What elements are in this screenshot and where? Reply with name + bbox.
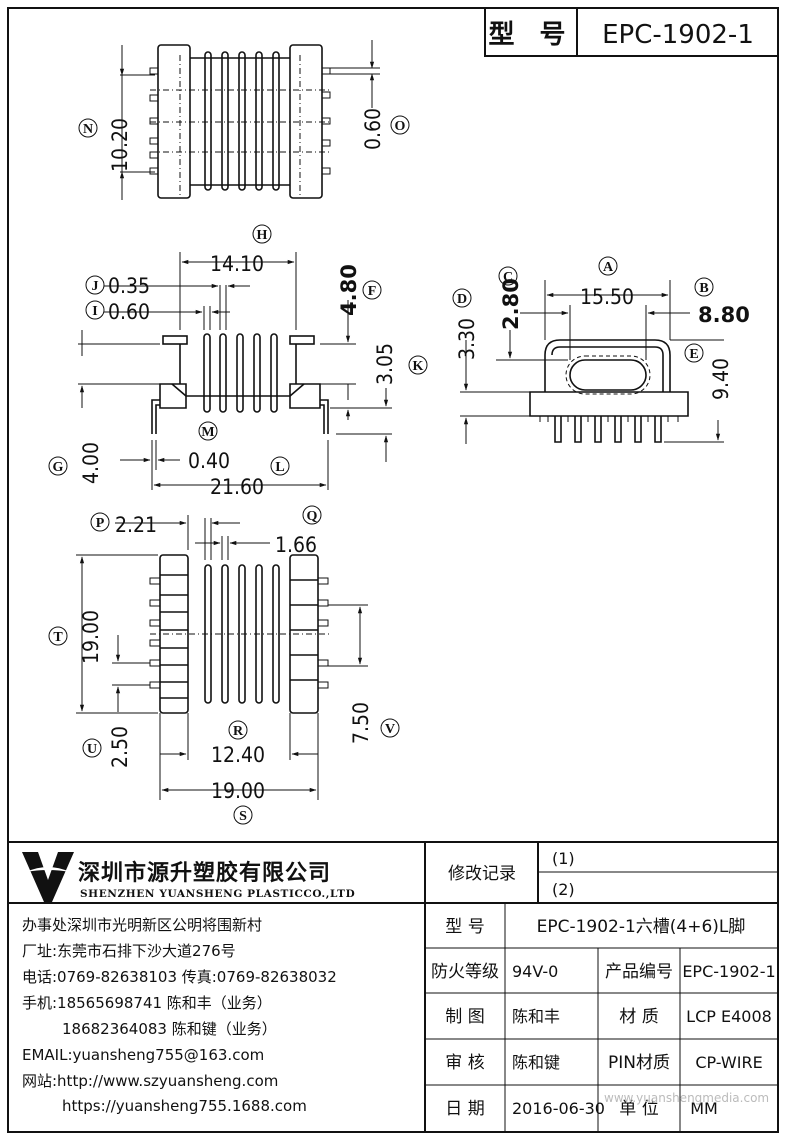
outer-frame (7, 7, 779, 1133)
dim-t-label: T (53, 630, 63, 645)
company-email: EMAIL:yuansheng755@163.com (22, 1046, 264, 1064)
spec-check-label: 审 核 (445, 1053, 484, 1073)
dim-m-value: 0.40 (188, 449, 230, 473)
spec-drawn-value: 陈和丰 (512, 1007, 560, 1026)
spec-pin-value: CP-WIRE (695, 1053, 762, 1072)
spec-model-label: 型 号 (445, 917, 484, 937)
dim-e-value: 9.40 (709, 358, 733, 400)
spec-code-label: 产品编号 (605, 962, 673, 982)
revision-row-1: (1) (552, 849, 575, 868)
company-logo (22, 852, 74, 902)
end-view: 15.50 A 8.80 B 2.80 C 3.30 D 9.40 E (452, 256, 750, 444)
dim-o-label: O (395, 119, 406, 134)
company-name-en: SHENZHEN YUANSHENG PLASTICCO.,LTD (80, 888, 355, 900)
spec-unit-value: MM (690, 1099, 718, 1118)
dim-s-value: 19.00 (211, 779, 265, 803)
spec-code-value: EPC-1902-1 (682, 962, 775, 981)
dim-c-value: 2.80 (499, 278, 523, 330)
dim-a-value: 15.50 (580, 285, 634, 309)
dim-f-label: F (368, 284, 377, 299)
dim-o-value: 0.60 (361, 108, 385, 150)
spec-drawn-label: 制 图 (445, 1007, 484, 1027)
model-value: EPC-1902-1 (602, 20, 754, 50)
dim-n-label: N (83, 122, 93, 137)
spec-material-value: LCP E4008 (686, 1007, 772, 1026)
spec-date-label: 日 期 (445, 1099, 484, 1119)
dim-r-value: 12.40 (211, 743, 265, 767)
watermark: www.yuanshengmedia.com (604, 1091, 769, 1105)
dim-v-label: V (385, 722, 395, 737)
model-label: 型 号 (488, 20, 573, 50)
company-factory: 厂址:东莞市石排下沙大道276号 (22, 942, 236, 960)
spec-date-value: 2016-06-30 (512, 1099, 605, 1118)
spec-material-label: 材 质 (619, 1007, 658, 1027)
dim-c-label: C (503, 270, 513, 285)
dim-p-value: 2.21 (115, 513, 157, 537)
spec-fire-label: 防火等级 (431, 962, 499, 982)
dim-u-label: U (87, 742, 97, 757)
dim-i-label: I (92, 304, 97, 319)
dim-i-value: 0.60 (108, 300, 150, 324)
dim-q-value: 1.66 (275, 533, 317, 557)
company-mobile-1: 手机:18565698741 陈和丰（业务） (22, 994, 272, 1012)
dim-h-label: H (257, 228, 268, 243)
dim-l-value: 21.60 (210, 475, 264, 499)
dim-u-value: 2.50 (108, 726, 132, 768)
dim-h-value: 14.10 (210, 252, 264, 276)
spec-unit-label: 单 位 (619, 1099, 658, 1119)
company-block: 深圳市源升塑胶有限公司 SHENZHEN YUANSHENG PLASTICCO… (22, 852, 355, 1115)
dim-p-label: P (96, 516, 105, 531)
dim-a-label: A (603, 260, 614, 275)
spec-check-value: 陈和键 (512, 1053, 560, 1072)
dim-d-value: 3.30 (455, 318, 479, 360)
company-mobile-2: 18682364083 陈和键（业务） (62, 1020, 277, 1038)
dim-l-label: L (275, 460, 284, 475)
dim-g-value: 4.00 (79, 442, 103, 484)
revision-row-2: (2) (552, 880, 575, 899)
dim-m-label: M (201, 425, 214, 440)
dim-r-label: R (233, 724, 244, 739)
side-view: 14.10 H 0.35 J 0.60 I 4.80 F 3.05 (48, 224, 428, 499)
spec-pin-label: PIN材质 (608, 1053, 670, 1073)
title-block: 型 号 EPC-1902-1 (484, 7, 779, 57)
dim-v-value: 7.50 (349, 702, 373, 744)
company-name-cn: 深圳市源升塑胶有限公司 (78, 860, 331, 886)
company-web-2: https://yuansheng755.1688.com (62, 1097, 307, 1115)
dim-q-label: Q (307, 509, 318, 524)
dim-t-value: 19.00 (79, 610, 103, 664)
dim-e-label: E (689, 347, 698, 362)
dim-j-label: J (92, 279, 99, 294)
dim-s-label: S (239, 809, 247, 824)
dim-n-value: 10.20 (108, 118, 132, 172)
dim-k-value: 3.05 (373, 343, 397, 385)
spec-fire-value: 94V-0 (512, 962, 558, 981)
revision-label: 修改记录 (448, 864, 516, 884)
dim-b-value: 8.80 (698, 303, 750, 327)
spec-model-value: EPC-1902-1六槽(4+6)L脚 (537, 917, 746, 937)
dim-b-label: B (699, 281, 708, 296)
company-phone: 电话:0769-82638103 传真:0769-82638032 (22, 968, 337, 986)
bottom-view: 2.21 P 1.66 Q 19.00 T 2.50 U 12.4 (48, 505, 400, 825)
dim-j-value: 0.35 (108, 274, 150, 298)
top-view: 10.20 N 0.60 O (78, 40, 410, 200)
company-office: 办事处深圳市光明新区公明将围新村 (22, 916, 262, 934)
dim-f-value: 4.80 (337, 264, 361, 316)
dim-d-label: D (457, 292, 467, 307)
dim-g-label: G (53, 460, 64, 475)
footer-table: 修改记录 (1) (2) 型 号 EPC-1902-1六槽(4+6)L脚 防火等… (8, 841, 778, 1132)
company-web-1: 网站:http://www.szyuansheng.com (22, 1072, 278, 1090)
dim-k-label: K (413, 359, 424, 374)
